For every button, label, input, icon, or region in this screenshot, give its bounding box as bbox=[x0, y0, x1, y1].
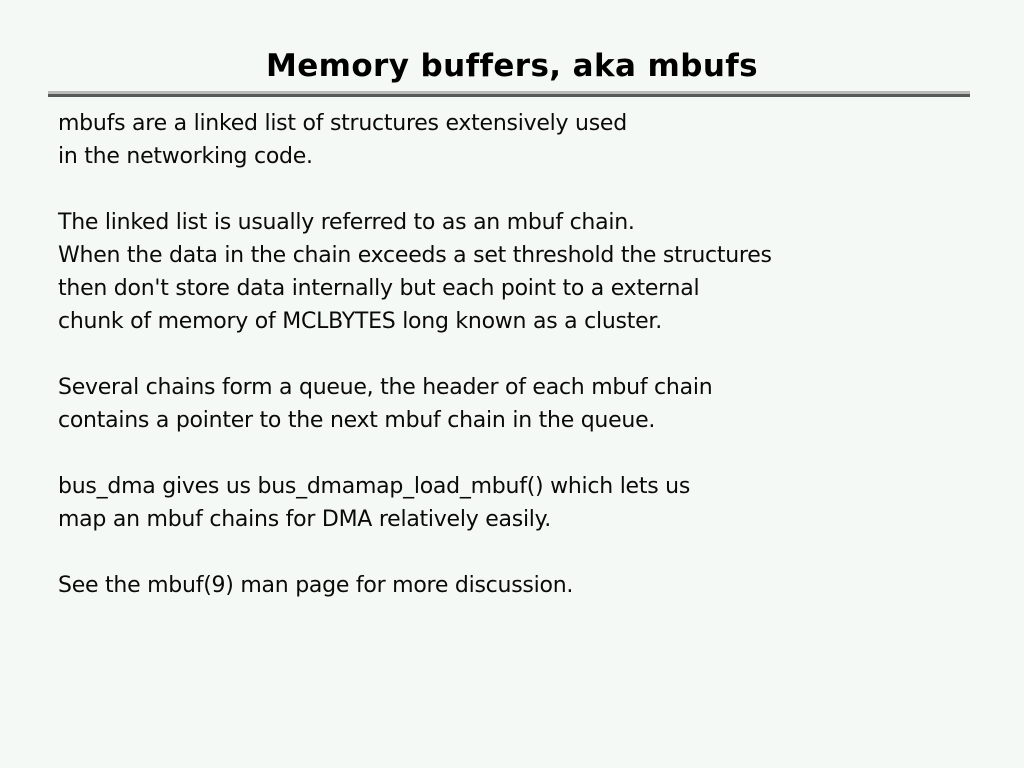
paragraph-see-also: See the mbuf(9) man page for more discus… bbox=[58, 569, 998, 602]
text-line: in the networking code. bbox=[58, 144, 313, 169]
paragraph-intro: mbufs are a linked list of structures ex… bbox=[58, 107, 998, 173]
title-divider-rule bbox=[48, 90, 970, 97]
text-line: Several chains form a queue, the header … bbox=[58, 375, 713, 400]
text-line: The linked list is usually referred to a… bbox=[58, 210, 635, 235]
text-line: contains a pointer to the next mbuf chai… bbox=[58, 408, 656, 433]
slide-body: mbufs are a linked list of structures ex… bbox=[58, 107, 998, 602]
paragraph-bus-dma: bus_dma gives us bus_dmamap_load_mbuf() … bbox=[58, 470, 998, 536]
paragraph-spacer bbox=[58, 173, 998, 206]
page-title: Memory buffers, aka mbufs bbox=[265, 48, 759, 84]
text-line: then don't store data internally but eac… bbox=[58, 276, 700, 301]
text-line: See the mbuf(9) man page for more discus… bbox=[58, 573, 574, 598]
paragraph-queue: Several chains form a queue, the header … bbox=[58, 371, 998, 437]
text-line: mbufs are a linked list of structures ex… bbox=[58, 111, 627, 136]
text-line: chunk of memory of MCLBYTES long known a… bbox=[58, 309, 662, 334]
paragraph-spacer bbox=[58, 536, 998, 569]
text-line: When the data in the chain exceeds a set… bbox=[58, 243, 772, 268]
text-line: map an mbuf chains for DMA relatively ea… bbox=[58, 507, 552, 532]
paragraph-spacer bbox=[58, 338, 998, 371]
text-line: bus_dma gives us bus_dmamap_load_mbuf() … bbox=[58, 474, 691, 499]
paragraph-spacer bbox=[58, 437, 998, 470]
paragraph-mbuf-chain: The linked list is usually referred to a… bbox=[58, 206, 998, 338]
